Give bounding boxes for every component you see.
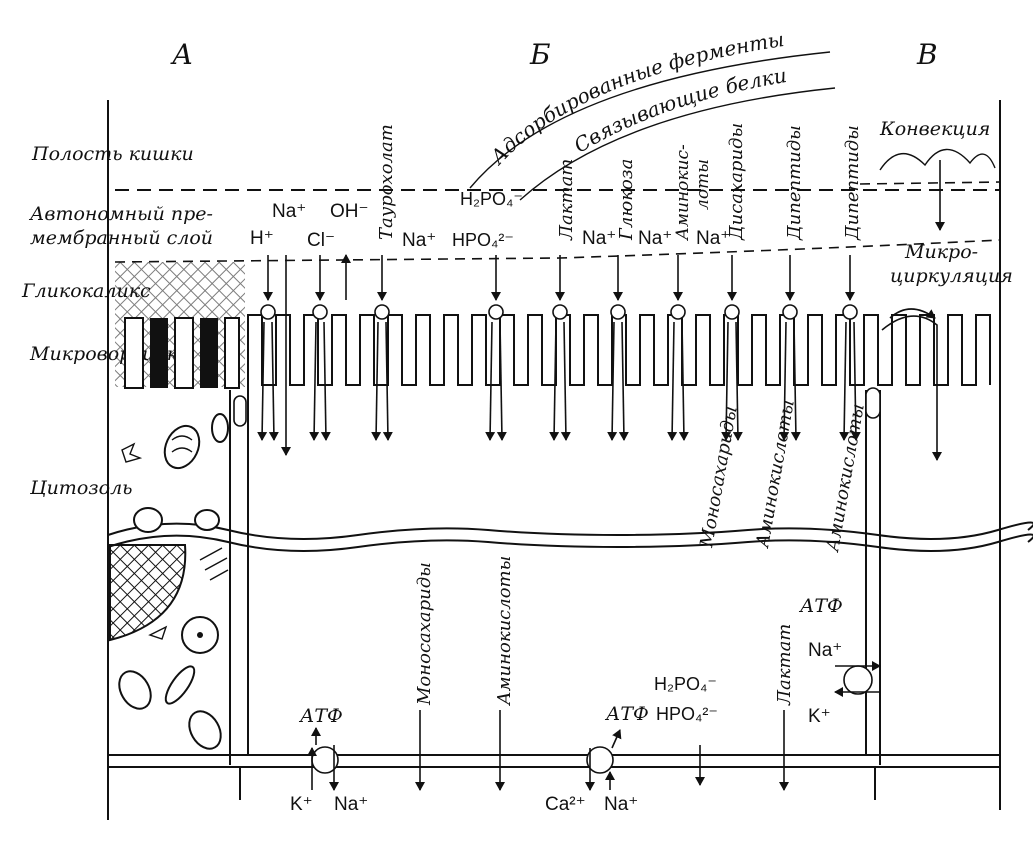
substrate-glucose: Глюкоза (616, 159, 637, 241)
layer-label-premembrane-1: Автономный пре- (28, 203, 213, 225)
convection-swirls (879, 148, 996, 171)
intracellular-arrow (371, 321, 382, 441)
intracellular-arrow (607, 321, 618, 441)
microvilli-outline (247, 314, 991, 390)
basal-k-3: K⁺ (808, 706, 831, 727)
substrate-dipeptides-2: Дипептиды (842, 125, 863, 241)
intracellular-arrow (850, 321, 861, 441)
zone-label-a: А (170, 38, 193, 71)
layer-label-lumen: Полость кишки (31, 143, 194, 165)
binding-proteins-arc (519, 87, 836, 201)
microcirculation-label-1: Микро- (904, 241, 978, 263)
membrane-carrier (374, 304, 390, 320)
intracellular-arrow (549, 321, 560, 441)
apical-labels: Na⁺ OH⁻ H⁺ Cl⁻ Na⁺ H₂PO₄⁻ HPO₄²⁻ Na⁺ Na⁺… (250, 123, 863, 251)
membrane-carrier (842, 304, 858, 320)
substrate-lactate: Лактат (556, 159, 577, 241)
basal-labels: Моносахариды Аминокислоты Лактат АТФ K⁺ … (290, 556, 843, 815)
tight-junction-right (865, 387, 881, 419)
basal-h2po4: H₂PO₄⁻ (654, 674, 717, 694)
microcirculation-arrow-2 (881, 315, 942, 461)
substrate-taurocholate: Таурохолат (376, 124, 397, 240)
zone-label-c: В (916, 38, 938, 71)
ion-na-4: Na⁺ (638, 228, 672, 249)
membrane-carrier (724, 304, 740, 320)
ion-na-2: Na⁺ (402, 230, 436, 251)
basal-lactate: Лактат (774, 624, 795, 706)
intracellular-arrow (257, 321, 268, 441)
intracellular-arrow (618, 321, 629, 441)
intracellular-arrow (309, 321, 320, 441)
layer-label-premembrane-2: мембранный слой (30, 227, 213, 249)
basal-atf-3: АТФ (798, 595, 843, 617)
ion-hpo4: HPO₄²⁻ (452, 230, 514, 250)
intracellular-arrow (721, 321, 732, 441)
ion-na-1: Na⁺ (272, 201, 306, 222)
layer-label-cytosol: Цитозоль (29, 477, 133, 499)
intracellular-arrow (839, 321, 850, 441)
substrate-aminoacids-1: Аминокис- (673, 144, 693, 241)
intracellular-arrow (485, 321, 496, 441)
basal-pumps (307, 661, 881, 791)
enzymes-arc (469, 51, 831, 189)
zone-label-b: Б (529, 38, 551, 71)
membrane-carrier (312, 304, 328, 320)
substrate-aminoacids-2: лоты (693, 159, 713, 210)
convection-label: Конвекция (879, 118, 990, 140)
microcirculation-arrow-1 (889, 308, 936, 319)
break-wave-top (107, 521, 1033, 540)
ion-na-3: Na⁺ (582, 228, 616, 249)
membrane-carrier (670, 304, 686, 320)
intracellular-arrow (382, 321, 393, 441)
lateral-na-k-pump (843, 665, 873, 695)
membrane-carrier (610, 304, 626, 320)
intracellular-arrow (779, 321, 790, 441)
left-glycocalyx-block (115, 262, 245, 389)
left-cell-organelles (109, 413, 229, 750)
basal-atf-2: АТФ (604, 703, 649, 725)
intracellular-arrow (732, 321, 743, 441)
intracellular-arrow (790, 321, 801, 441)
ca-pump (586, 746, 614, 774)
basal-monosaccharides: Моносахариды (414, 562, 435, 706)
membrane-carrier (488, 304, 504, 320)
tight-junction-left (233, 395, 247, 427)
substrate-disaccharides: Дисахариды (726, 123, 747, 241)
microvilli-brush-border (247, 314, 991, 390)
membrane-carrier (782, 304, 798, 320)
membrane-carrier (552, 304, 568, 320)
convection-boundary-dashed (859, 181, 1001, 185)
basal-k-1: K⁺ (290, 794, 313, 815)
intracellular-arrow (268, 321, 279, 441)
ion-oh: OH⁻ (330, 201, 369, 222)
cell-product-monosaccharides: Моносахариды (696, 405, 742, 550)
microcirculation-label-2: циркуляция (890, 265, 1013, 287)
intracellular-arrow (560, 321, 571, 441)
basal-aminoacids: Аминокислоты (494, 556, 515, 707)
break-wave-bottom (107, 533, 1033, 552)
basal-atf-1: АТФ (298, 705, 343, 727)
basal-na-1: Na⁺ (334, 794, 368, 815)
ion-na-5: Na⁺ (696, 228, 730, 249)
apical-transport-arrows (257, 254, 861, 456)
ion-h2po4: H₂PO₄⁻ (460, 189, 523, 209)
ion-h: H⁺ (250, 228, 274, 249)
membrane-carrier (260, 304, 276, 320)
premembrane-boundary-dashed (114, 239, 1001, 263)
basal-ca: Ca²⁺ (545, 794, 586, 815)
ion-cl: Cl⁻ (307, 230, 335, 251)
basal-na-2: Na⁺ (604, 794, 638, 815)
intracellular-arrow (667, 321, 678, 441)
substrate-dipeptides-1: Дипептиды (784, 125, 805, 241)
intracellular-arrow (496, 321, 507, 441)
intracellular-arrow (320, 321, 331, 441)
intracellular-arrow (678, 321, 689, 441)
atf-arrow-2 (611, 729, 622, 749)
basal-na-3: Na⁺ (808, 640, 842, 661)
basal-hpo4: HPO₄²⁻ (656, 704, 718, 724)
